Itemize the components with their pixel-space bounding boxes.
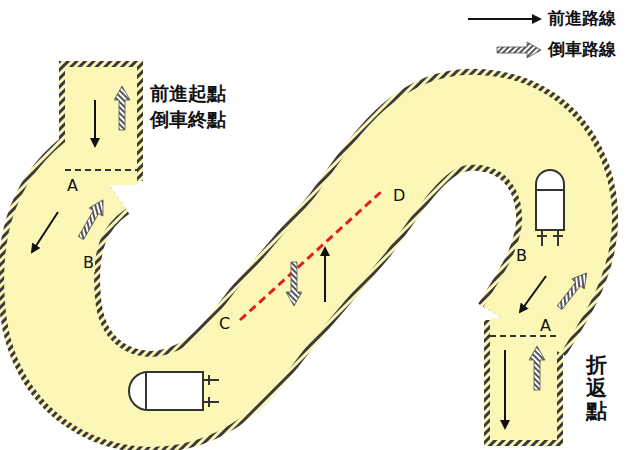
legend-text: 倒車路線 xyxy=(548,39,616,59)
forward-arrows xyxy=(32,19,546,428)
point-letter: A xyxy=(539,316,552,335)
point-letter: A xyxy=(66,176,79,195)
turn-box xyxy=(490,318,557,440)
end-label: 倒車終點 xyxy=(150,108,226,131)
start-line xyxy=(65,169,137,171)
point-letter: D xyxy=(392,186,406,205)
reverse-arrows xyxy=(74,42,593,390)
start-label: 前進起點 xyxy=(150,82,226,105)
point-letter: B xyxy=(515,246,528,265)
turn-point-label: 折返點 xyxy=(586,354,607,423)
car-right xyxy=(536,170,564,246)
point-letter: C xyxy=(218,314,231,333)
point-letter: B xyxy=(82,253,95,272)
legend-text: 前進路線 xyxy=(548,8,616,28)
car-left xyxy=(129,372,219,410)
cd-line xyxy=(240,191,382,320)
start-box xyxy=(65,67,137,185)
turn-line xyxy=(490,335,557,337)
